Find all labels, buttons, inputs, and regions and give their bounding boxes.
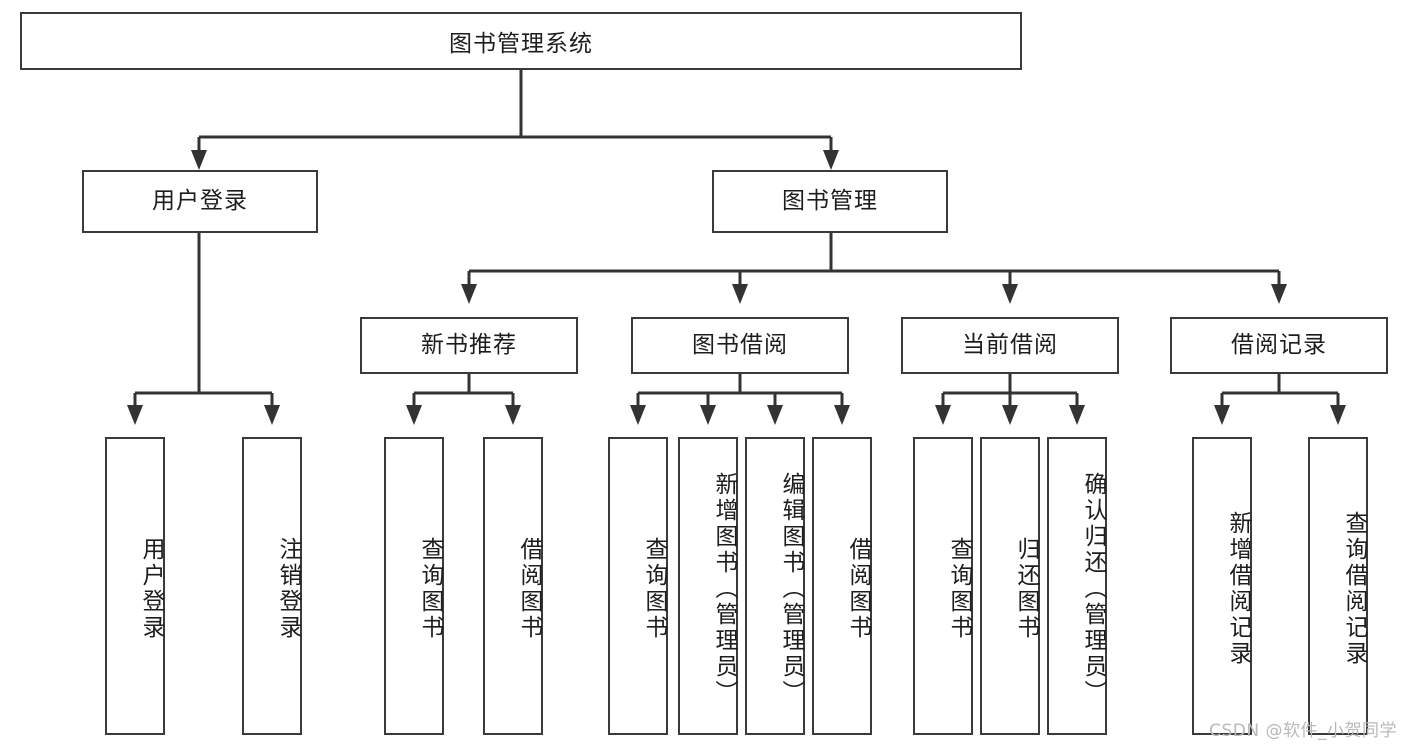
leaf-add-book-admin[interactable]: 新增图书（管理员） (678, 437, 738, 735)
node-label: 新增图书（管理员） (711, 472, 737, 706)
leaf-return-book[interactable]: 归还图书 (980, 437, 1040, 735)
node-label: 归还图书 (1013, 537, 1039, 641)
leaf-borrow-book-borrow[interactable]: 借阅图书 (812, 437, 872, 735)
node-label: 查询图书 (417, 537, 443, 641)
node-book-management[interactable]: 图书管理 (712, 170, 948, 233)
node-label: 借阅记录 (1231, 331, 1327, 358)
leaf-edit-book-admin[interactable]: 编辑图书（管理员） (745, 437, 805, 735)
node-label: 新增借阅记录 (1225, 511, 1251, 667)
leaf-user-login[interactable]: 用户登录 (105, 437, 165, 735)
csdn-watermark: CSDN @软件_小贺同学 (1209, 721, 1397, 741)
node-label: 图书管理系统 (449, 31, 593, 57)
node-book-borrow[interactable]: 图书借阅 (631, 317, 849, 374)
node-label: 借阅图书 (516, 537, 542, 641)
node-label: 编辑图书（管理员） (778, 472, 804, 706)
node-current-borrow[interactable]: 当前借阅 (901, 317, 1119, 374)
leaf-logout-login[interactable]: 注销登录 (242, 437, 302, 735)
node-label: 查询图书 (641, 537, 667, 641)
node-label: 注销登录 (275, 537, 301, 641)
node-label: 图书管理 (782, 187, 878, 214)
leaf-query-book-borrow[interactable]: 查询图书 (608, 437, 668, 735)
node-label: 确认归还（管理员） (1080, 472, 1106, 706)
node-label: 查询借阅记录 (1341, 511, 1367, 667)
node-new-book-recommend[interactable]: 新书推荐 (360, 317, 578, 374)
node-label: 当前借阅 (962, 331, 1058, 358)
node-borrow-record[interactable]: 借阅记录 (1170, 317, 1388, 374)
node-label: 用户登录 (138, 537, 164, 641)
node-label: 借阅图书 (845, 537, 871, 641)
node-user-login[interactable]: 用户登录 (82, 170, 318, 233)
leaf-add-borrow-record[interactable]: 新增借阅记录 (1192, 437, 1252, 735)
leaf-query-book-current[interactable]: 查询图书 (913, 437, 973, 735)
leaf-borrow-book-new-recommend[interactable]: 借阅图书 (483, 437, 543, 735)
leaf-query-book-new-recommend[interactable]: 查询图书 (384, 437, 444, 735)
node-label: 用户登录 (152, 187, 248, 214)
arrowheads-layer (127, 150, 1346, 425)
node-label: 查询图书 (946, 537, 972, 641)
leaf-query-borrow-record[interactable]: 查询借阅记录 (1308, 437, 1368, 735)
node-root-book-management-system[interactable]: 图书管理系统 (20, 12, 1022, 70)
leaf-confirm-return-admin[interactable]: 确认归还（管理员） (1047, 437, 1107, 735)
node-label: 新书推荐 (421, 331, 517, 358)
node-label: 图书借阅 (692, 331, 788, 358)
